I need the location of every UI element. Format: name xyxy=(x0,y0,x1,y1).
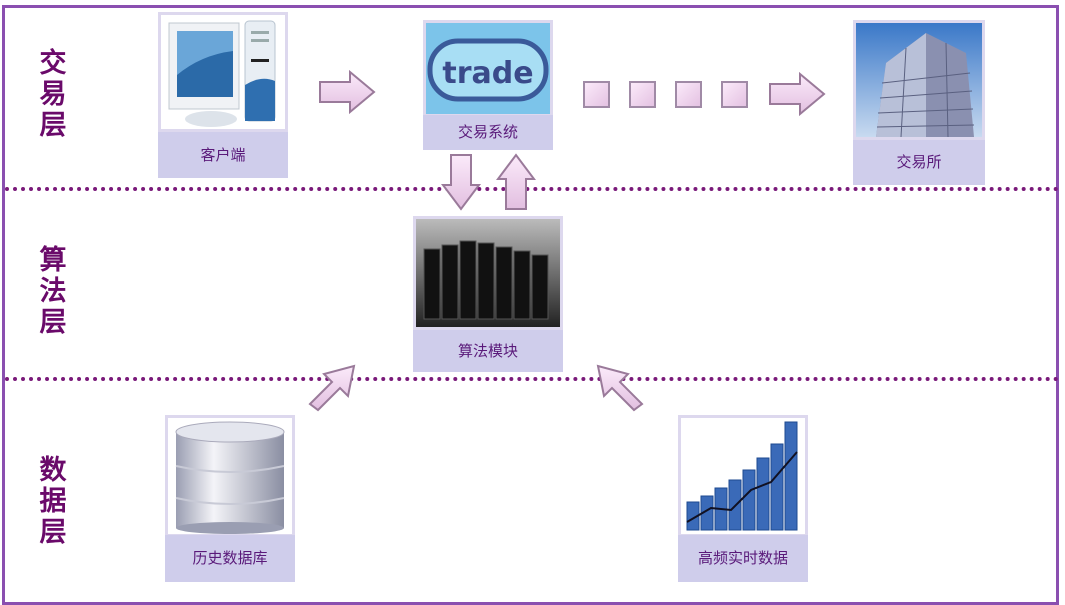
dashed-connector-square xyxy=(583,81,610,108)
node-label-algorithm: 算法模块 xyxy=(413,330,563,372)
node-label-client: 客户端 xyxy=(158,132,288,178)
node-label-trading-system: 交易系统 xyxy=(423,115,553,150)
database-icon xyxy=(165,415,295,537)
arrow-up-icon xyxy=(496,153,536,210)
trade-logo-text: trade xyxy=(442,56,533,91)
trade-logo-icon: trade xyxy=(423,20,553,117)
arrow-right-icon xyxy=(319,70,376,114)
layer-label-data: 数据层 xyxy=(39,455,67,548)
bar-chart-icon xyxy=(678,415,808,537)
dashed-connector-square xyxy=(721,81,748,108)
arrow-up-right-icon xyxy=(308,364,356,412)
arrow-down-icon xyxy=(441,154,481,211)
dashed-connector-square xyxy=(629,81,656,108)
layer-label-algorithm: 算法层 xyxy=(39,245,67,338)
server-rack-icon xyxy=(413,216,563,330)
node-label-exchange: 交易所 xyxy=(853,140,985,185)
building-icon xyxy=(853,20,985,140)
dashed-connector-square xyxy=(675,81,702,108)
layer-label-trading: 交易层 xyxy=(39,48,67,141)
computer-icon xyxy=(158,12,288,132)
arrow-up-left-icon xyxy=(596,364,644,412)
node-label-realtime-data: 高频实时数据 xyxy=(678,535,808,582)
layer-divider xyxy=(5,377,1059,381)
node-label-history-db: 历史数据库 xyxy=(165,535,295,582)
layer-divider xyxy=(5,187,1059,191)
arrow-right-icon xyxy=(769,72,826,116)
